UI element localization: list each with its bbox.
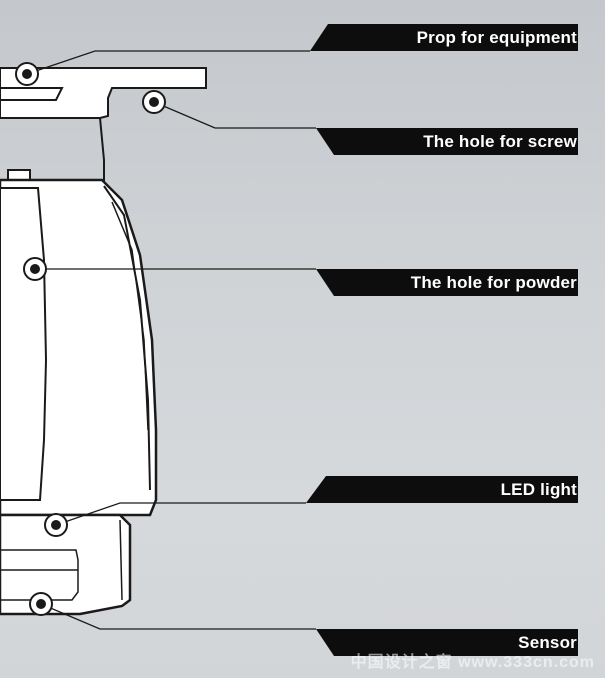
- watermark: 中国设计之窗 www.333cn.com: [350, 654, 595, 671]
- label-screw-hole: The hole for screw: [423, 132, 577, 151]
- leader-line-screw-hole: [153, 101, 316, 129]
- label-prop: Prop for equipment: [416, 28, 577, 47]
- label-powder-hole: The hole for powder: [410, 273, 577, 292]
- label-tab-screw-hole: [316, 128, 578, 155]
- label-tab-sensor: [316, 629, 578, 656]
- front-panel: [0, 187, 48, 501]
- equipment-prop-plate: [0, 67, 207, 119]
- lower-base: [0, 513, 132, 616]
- label-tab-powder-hole: [316, 269, 578, 296]
- marker-led: [44, 513, 68, 537]
- lower-base-inner: [0, 549, 79, 601]
- label-tab-led: [306, 476, 578, 503]
- marker-powder-hole: [23, 257, 47, 281]
- label-led: LED light: [500, 480, 577, 499]
- marker-screw-hole: [142, 90, 166, 114]
- leader-line-sensor: [40, 603, 316, 630]
- lower-base-side: [119, 519, 123, 601]
- top-nub: [7, 169, 31, 181]
- leader-line-prop: [26, 50, 310, 75]
- marker-sensor: [29, 592, 53, 616]
- prop-plate-inner-line: [0, 87, 64, 101]
- side-contour-outer: [103, 185, 151, 491]
- side-contour-inner: [111, 201, 149, 431]
- label-tab-prop: [310, 24, 578, 51]
- device-neck: [99, 117, 105, 182]
- marker-prop: [15, 62, 39, 86]
- leader-line-led: [55, 502, 306, 526]
- label-sensor: Sensor: [518, 633, 577, 652]
